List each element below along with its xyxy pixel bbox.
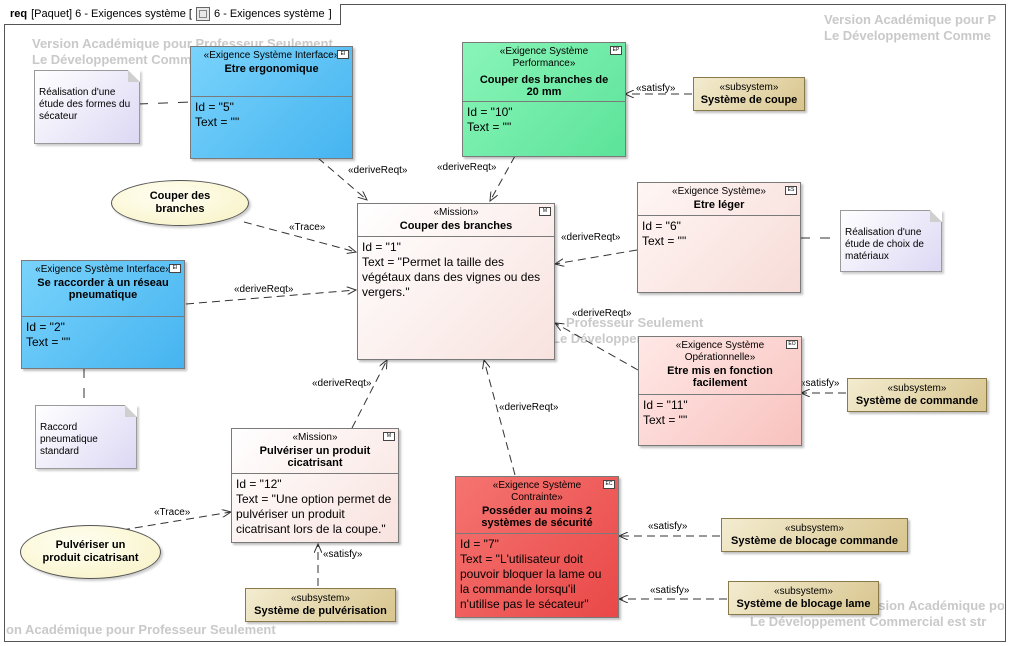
link-label-derive: «deriveReqt» (572, 308, 632, 319)
note-etude-materiaux[interactable]: Réalisation d'une étude de choix de maté… (840, 210, 942, 272)
stereotype-label: «Exigence Système Opérationnelle» (675, 340, 765, 363)
subsystem-blocage-lame[interactable]: «subsystem» Système de blocage lame (728, 581, 879, 615)
requirement-id: Id = "11" (643, 398, 688, 412)
requirement-text: Text = "" (467, 120, 512, 134)
requirement-id: Id = "6" (642, 219, 681, 233)
requirement-mise-en-fonction[interactable]: EO «Exigence Système Opérationnelle» Etr… (638, 336, 802, 446)
stereotype-label: «subsystem» (785, 523, 844, 534)
requirement-badge: ES (785, 186, 797, 195)
subsystem-pulverisation[interactable]: «subsystem» Système de pulvérisation (245, 588, 396, 622)
requirement-name: Etre mis en fonction facilement (667, 365, 773, 389)
mission-couper-des-branches[interactable]: M «Mission» Couper des branches Id = "1"… (357, 203, 555, 360)
usecase-couper-des-branches[interactable]: Couper des branches (111, 180, 249, 226)
link-label-trace: «Trace» (289, 222, 326, 233)
requirement-text: Text = "" (195, 115, 240, 129)
requirement-text: Text = "" (26, 335, 71, 349)
link-label-derive: «deriveReqt» (499, 402, 559, 413)
stereotype-label: «Exigence Système Interface» (35, 264, 171, 275)
mission-badge: M (539, 207, 551, 216)
mission-pulveriser[interactable]: M «Mission» Pulvériser un produit cicatr… (231, 428, 399, 543)
requirement-text: Text = "" (643, 413, 688, 427)
watermark: Le Développement Commercial est strictem… (552, 331, 638, 346)
link-label-derive: «deriveReqt» (437, 162, 497, 173)
link-label-satisfy: «satisfy» (636, 83, 676, 94)
subsystem-blocage-commande[interactable]: «subsystem» Système de blocage commande (721, 518, 908, 552)
frame-diagram-name: 6 - Exigences système (213, 8, 325, 20)
mission-text: Text = "Permet la taille des végétaux da… (362, 255, 541, 299)
watermark: Professeur Seulement (566, 315, 704, 330)
subsystem-name: Système de blocage lame (736, 598, 871, 610)
mission-id: Id = "12" (236, 477, 282, 491)
subsystem-commande[interactable]: «subsystem» Système de commande (847, 378, 987, 412)
requirement-reseau-pneumatique[interactable]: EI «Exigence Système Interface» Se racco… (21, 260, 185, 369)
stereotype-label: «Mission» (292, 432, 338, 443)
link-label-trace: «Trace» (154, 507, 191, 518)
usecase-label: Pulvériser un produit cicatrisant (42, 539, 139, 564)
requirement-name: Se raccorder à un réseau pneumatique (37, 277, 169, 301)
subsystem-coupe[interactable]: «subsystem» Système de coupe (693, 77, 805, 111)
link-label-derive: «deriveReqt» (234, 284, 294, 295)
link-label-derive: «deriveReqt» (561, 232, 621, 243)
requirement-badge: EI (169, 264, 181, 273)
requirement-couper-20mm[interactable]: EP «Exigence Système Performance» Couper… (462, 42, 626, 157)
requirement-id: Id = "7" (460, 537, 499, 551)
mission-name: Couper des branches (399, 220, 513, 232)
diagram-frame-header[interactable]: req [Paquet] 6 - Exigences système [ 6 -… (4, 4, 341, 25)
stereotype-label: «Exigence Système Contrainte» (492, 480, 582, 503)
stereotype-label: «Mission» (433, 207, 479, 218)
diagram-icon (195, 7, 210, 21)
subsystem-name: Système de coupe (700, 94, 798, 106)
usecase-pulveriser[interactable]: Pulvériser un produit cicatrisant (20, 525, 161, 579)
subsystem-name: Système de pulvérisation (254, 605, 387, 617)
requirement-name: Posséder au moins 2 systèmes de sécurité (481, 505, 593, 529)
requirement-badge: EP (610, 46, 622, 55)
requirement-text: Text = "L'utilisateur doit pouvoir bloqu… (460, 552, 602, 611)
link-label-satisfy: «satisfy» (648, 521, 688, 532)
requirement-badge: EI (337, 50, 349, 59)
requirement-text: Text = "" (642, 234, 687, 248)
link-label-derive: «deriveReqt» (348, 165, 408, 176)
link-label-derive: «deriveReqt» (312, 378, 372, 389)
frame-close: ] (328, 8, 332, 20)
requirement-systemes-securite[interactable]: EC «Exigence Système Contrainte» Posséde… (455, 476, 619, 618)
stereotype-label: «subsystem» (774, 586, 833, 597)
requirement-etre-ergonomique[interactable]: EI «Exigence Système Interface» Etre erg… (190, 46, 353, 159)
usecase-label: Couper des branches (149, 190, 211, 215)
link-label-satisfy: «satisfy» (323, 549, 363, 560)
requirement-name: Couper des branches de 20 mm (479, 74, 609, 98)
requirement-id: Id = "5" (195, 100, 234, 114)
link-label-satisfy: «satisfy» (650, 585, 690, 596)
requirement-id: Id = "2" (26, 320, 65, 334)
stereotype-label: «Exigence Système Performance» (499, 46, 589, 69)
watermark: on Académique pour Professeur Seulement (6, 622, 276, 637)
requirement-etre-leger[interactable]: ES «Exigence Système» Etre léger Id = "6… (637, 182, 801, 293)
watermark: Version Académique pour Professeur (858, 598, 1004, 613)
mission-text: Text = "Une option permet de pulvériser … (236, 492, 392, 536)
mission-badge: M (383, 432, 395, 441)
note-etude-formes[interactable]: Réalisation d'une étude des formes du sé… (34, 70, 140, 144)
watermark: Le Développement Comme (824, 28, 991, 43)
diagram-frame (4, 4, 1006, 642)
requirement-name: Etre léger (693, 199, 745, 211)
requirement-id: Id = "10" (467, 105, 513, 119)
stereotype-label: «subsystem» (291, 593, 350, 604)
stereotype-label: «subsystem» (887, 383, 947, 394)
requirement-badge: EO (786, 340, 798, 349)
frame-kind: req (10, 8, 28, 20)
mission-id: Id = "1" (362, 240, 401, 254)
frame-path: [Paquet] 6 - Exigences système [ (31, 8, 192, 20)
stereotype-label: «Exigence Système» (672, 186, 766, 197)
mission-name: Pulvériser un produit cicatrisant (259, 445, 371, 469)
stereotype-label: «Exigence Système Interface» (203, 50, 340, 61)
watermark: Le Développement Commercial est str (750, 614, 987, 629)
requirement-badge: EC (603, 480, 615, 489)
subsystem-name: Système de blocage commande (731, 535, 898, 547)
subsystem-name: Système de commande (855, 395, 979, 407)
link-label-satisfy: «satisfy» (800, 378, 840, 389)
stereotype-label: «subsystem» (719, 82, 779, 93)
note-raccord-pneumatique[interactable]: Raccord pneumatique standard (35, 405, 137, 469)
watermark: Version Académique pour P (824, 12, 997, 27)
requirement-name: Etre ergonomique (224, 63, 319, 75)
